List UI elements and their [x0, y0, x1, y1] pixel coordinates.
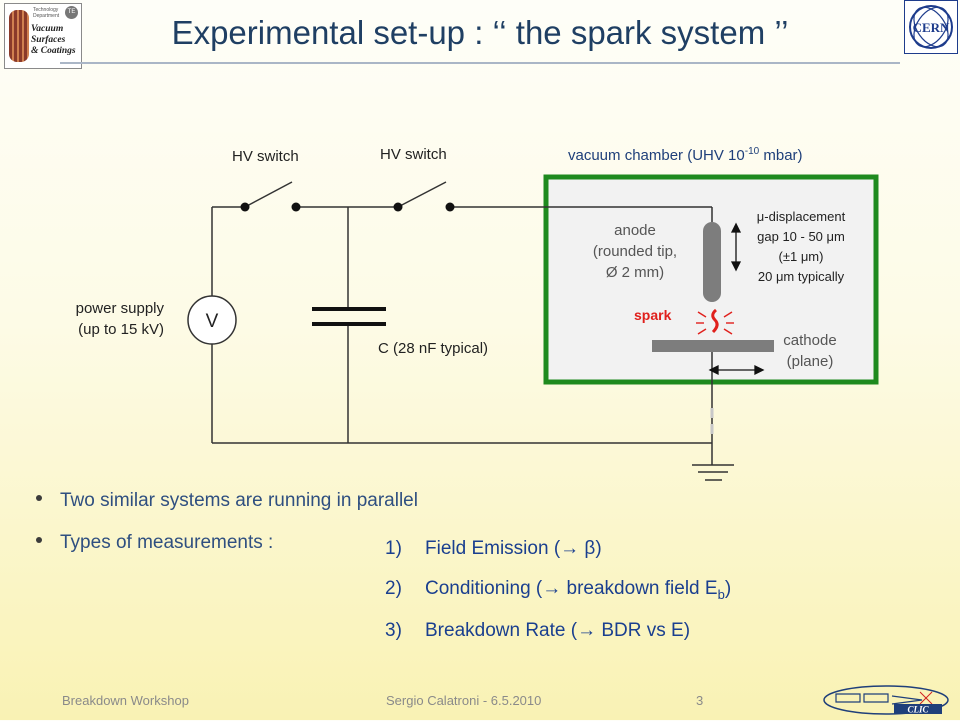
cathode-electrode — [652, 340, 774, 352]
switch-right-contact-b — [445, 202, 455, 212]
logo-corner-mark: TE — [65, 6, 78, 19]
anode-electrode — [703, 222, 721, 302]
measurement-item: 3)Breakdown Rate (→ BDR vs E) — [385, 620, 691, 641]
bullet-dot-icon — [36, 536, 42, 543]
displacement-arrow-horizontal — [708, 364, 765, 376]
anode-label: anode(rounded tip,Ø 2 mm) — [592, 222, 678, 281]
bullet-dot-icon — [36, 494, 42, 501]
logo-words: Vacuum Surfaces & Coatings — [31, 24, 76, 56]
measurement-item: 2)Conditioning (→ breakdown field Eb) — [385, 578, 732, 602]
cathode-label: cathode(plane) — [783, 332, 837, 370]
arrow-right-icon: → — [542, 578, 562, 599]
vacuum-chamber-label: vacuum chamber (UHV 10-10 mbar) — [568, 146, 803, 164]
bullet-item: Two similar systems are running in paral… — [36, 490, 418, 512]
hv-switch-right-label: HV switch — [380, 146, 447, 163]
page-title: Experimental set-up : ‘‘ the spark syste… — [171, 14, 789, 51]
cern-logo-text: CERN — [913, 20, 950, 35]
switch-left-contact-a — [240, 202, 250, 212]
voltmeter-symbol — [187, 295, 237, 345]
coil-icon — [9, 10, 29, 62]
measurement-item: 1)Field Emission (→ β) — [385, 538, 602, 559]
capacitor-label: C (28 nF typical) — [378, 340, 489, 357]
arrow-right-icon: → — [560, 538, 580, 559]
clic-logo-text: CLIC — [907, 705, 929, 715]
spark-icon — [696, 308, 734, 335]
vacuum-surfaces-coatings-logo: Technology Department TE Vacuum Surfaces… — [4, 3, 82, 69]
footer-left-text: Breakdown Workshop — [62, 693, 189, 708]
power-supply-label: power supply(up to 15 kV) — [75, 300, 164, 338]
spark-label: spark — [634, 307, 672, 323]
displacement-arrow-vertical — [730, 222, 742, 272]
clic-logo: CLIC — [822, 684, 950, 716]
page-number: 3 — [696, 693, 704, 708]
capacitor-plate-top — [312, 307, 386, 311]
hv-switch-left-label: HV switch — [232, 148, 299, 165]
cern-logo: CERN — [904, 0, 958, 54]
logo-badge-text: Technology Department — [33, 7, 60, 19]
circuit-wires — [211, 181, 713, 465]
arrow-right-icon: → — [577, 620, 597, 641]
ground-symbol — [692, 464, 734, 481]
title-divider — [60, 62, 900, 64]
voltmeter-label: V — [206, 311, 219, 332]
switch-right-contact-a — [393, 202, 403, 212]
bullet-item: Types of measurements : — [36, 532, 273, 554]
switch-left-contact-b — [291, 202, 301, 212]
footer-center-text: Sergio Calatroni - 6.5.2010 — [386, 693, 542, 708]
capacitor-plate-bottom — [312, 322, 386, 326]
